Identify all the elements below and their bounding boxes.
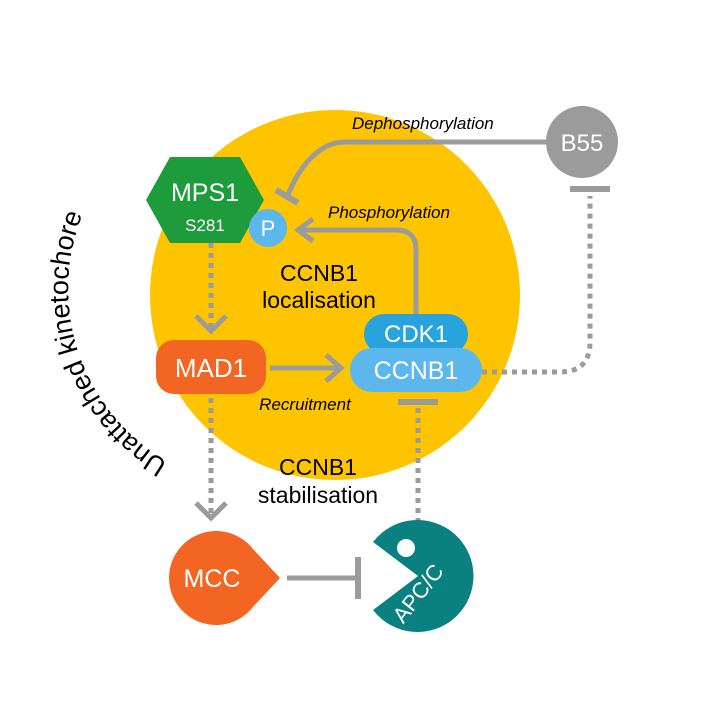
stabilisation-label-line1: CCNB1 <box>279 454 357 480</box>
ccnb1-label: CCNB1 <box>374 357 459 385</box>
mad1-label: MAD1 <box>175 353 247 383</box>
cdk1-pill <box>364 314 468 354</box>
mps1-label: MPS1 <box>171 179 239 207</box>
apcc-eye <box>397 539 415 557</box>
mad1-pill <box>156 340 266 394</box>
recruitment-arrowhead <box>324 353 345 383</box>
localisation-label-line2: localisation <box>262 287 376 313</box>
mcc-label: MCC <box>184 565 241 593</box>
phosphorylation-label: Phosphorylation <box>328 203 450 222</box>
dephosphorylation-bar <box>274 187 300 206</box>
mcc-shape <box>169 531 280 625</box>
mad1-mcc-arrowhead <box>194 501 228 522</box>
stabilisation-label-line2: stabilisation <box>258 482 378 508</box>
ccnb1-b55-inhibition <box>482 196 593 375</box>
localisation-label-line1: CCNB1 <box>280 260 358 286</box>
mcc-node: MCC <box>169 531 280 625</box>
phosphorylation-arrowhead <box>293 216 315 244</box>
mps1-hexagon <box>146 157 264 243</box>
ccnb1-pill <box>350 348 482 392</box>
b55-circle <box>546 106 618 178</box>
mps1-mad1-arrowhead <box>194 314 228 335</box>
mps1-sublabel: S281 <box>185 216 225 235</box>
dephosphorylation-arrow <box>285 139 548 196</box>
b55-label: B55 <box>561 130 604 157</box>
mad1-node: MAD1 <box>156 340 266 394</box>
region-label-text: Unattached kinetochore <box>44 206 171 482</box>
region-label: Unattached kinetochore <box>44 206 171 482</box>
cdk1-ccnb1-complex: CDK1 CCNB1 <box>350 314 482 392</box>
mps1-node: MPS1 S281 <box>146 157 264 243</box>
phospho-circle <box>249 209 287 247</box>
phospho-node: P <box>249 209 287 247</box>
phosphorylation-arrow <box>298 227 419 322</box>
dephosphorylation-label: Dephosphorylation <box>352 114 494 133</box>
apcc-node: APC/C <box>373 520 474 633</box>
cdk1-label: CDK1 <box>384 321 448 348</box>
b55-node: B55 <box>546 106 618 178</box>
phospho-label: P <box>261 216 276 241</box>
recruitment-label: Recruitment <box>259 395 352 414</box>
